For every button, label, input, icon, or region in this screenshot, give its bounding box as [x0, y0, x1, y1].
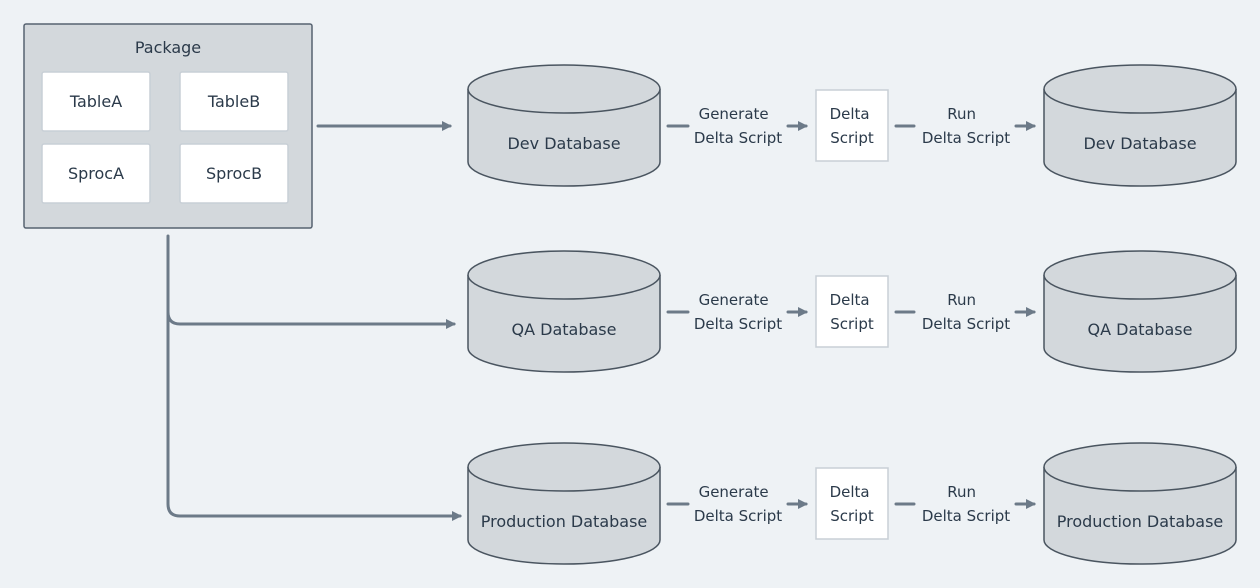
step-label-generate: Generate Delta Script — [694, 483, 782, 525]
step-label-generate: Generate Delta Script — [694, 105, 782, 147]
source-database: Dev Database — [467, 64, 661, 187]
delta-script-box: Delta Script — [815, 275, 889, 348]
delta-script-box: Delta Script — [815, 89, 889, 162]
target-database: Production Database — [1043, 442, 1237, 565]
database-label: Production Database — [1057, 512, 1224, 531]
step-label-generate: Generate Delta Script — [694, 291, 782, 333]
package-item-label: TableB — [207, 92, 260, 111]
svg-text:Delta Script: Delta Script — [830, 483, 875, 525]
svg-text:Delta Script: Delta Script — [830, 105, 875, 147]
pipeline-row-dev: Dev Database Generate Delta Script Delta… — [467, 64, 1237, 187]
database-label: Production Database — [481, 512, 648, 531]
package-connectors — [166, 121, 462, 521]
package-item-sprocb: SprocB — [179, 143, 289, 204]
package-item-tablea: TableA — [41, 71, 151, 132]
target-database: QA Database — [1043, 250, 1237, 373]
package-item-label: SprocA — [68, 164, 124, 183]
database-label: QA Database — [512, 320, 617, 339]
step-label-run: Run Delta Script — [922, 483, 1010, 525]
target-database: Dev Database — [1043, 64, 1237, 187]
pipeline-row-production: Production Database Generate Delta Scrip… — [467, 442, 1237, 565]
database-label: Dev Database — [507, 134, 620, 153]
package-item-label: SprocB — [206, 164, 262, 183]
package-item-label: TableA — [69, 92, 122, 111]
package-container: Package TableA TableB SprocA SprocB — [23, 23, 313, 229]
connector-package-to-prod — [166, 310, 462, 521]
source-database: QA Database — [467, 250, 661, 373]
package-item-tableb: TableB — [179, 71, 289, 132]
database-label: Dev Database — [1083, 134, 1196, 153]
package-title: Package — [135, 38, 201, 57]
svg-text:Delta Script: Delta Script — [830, 291, 875, 333]
step-label-run: Run Delta Script — [922, 105, 1010, 147]
source-database: Production Database — [467, 442, 661, 565]
step-label-run: Run Delta Script — [922, 291, 1010, 333]
delta-script-box: Delta Script — [815, 467, 889, 540]
package-item-sproca: SprocA — [41, 143, 151, 204]
database-label: QA Database — [1088, 320, 1193, 339]
connector-package-to-qa — [166, 234, 456, 329]
pipeline-row-qa: QA Database Generate Delta Script Delta … — [467, 250, 1237, 373]
